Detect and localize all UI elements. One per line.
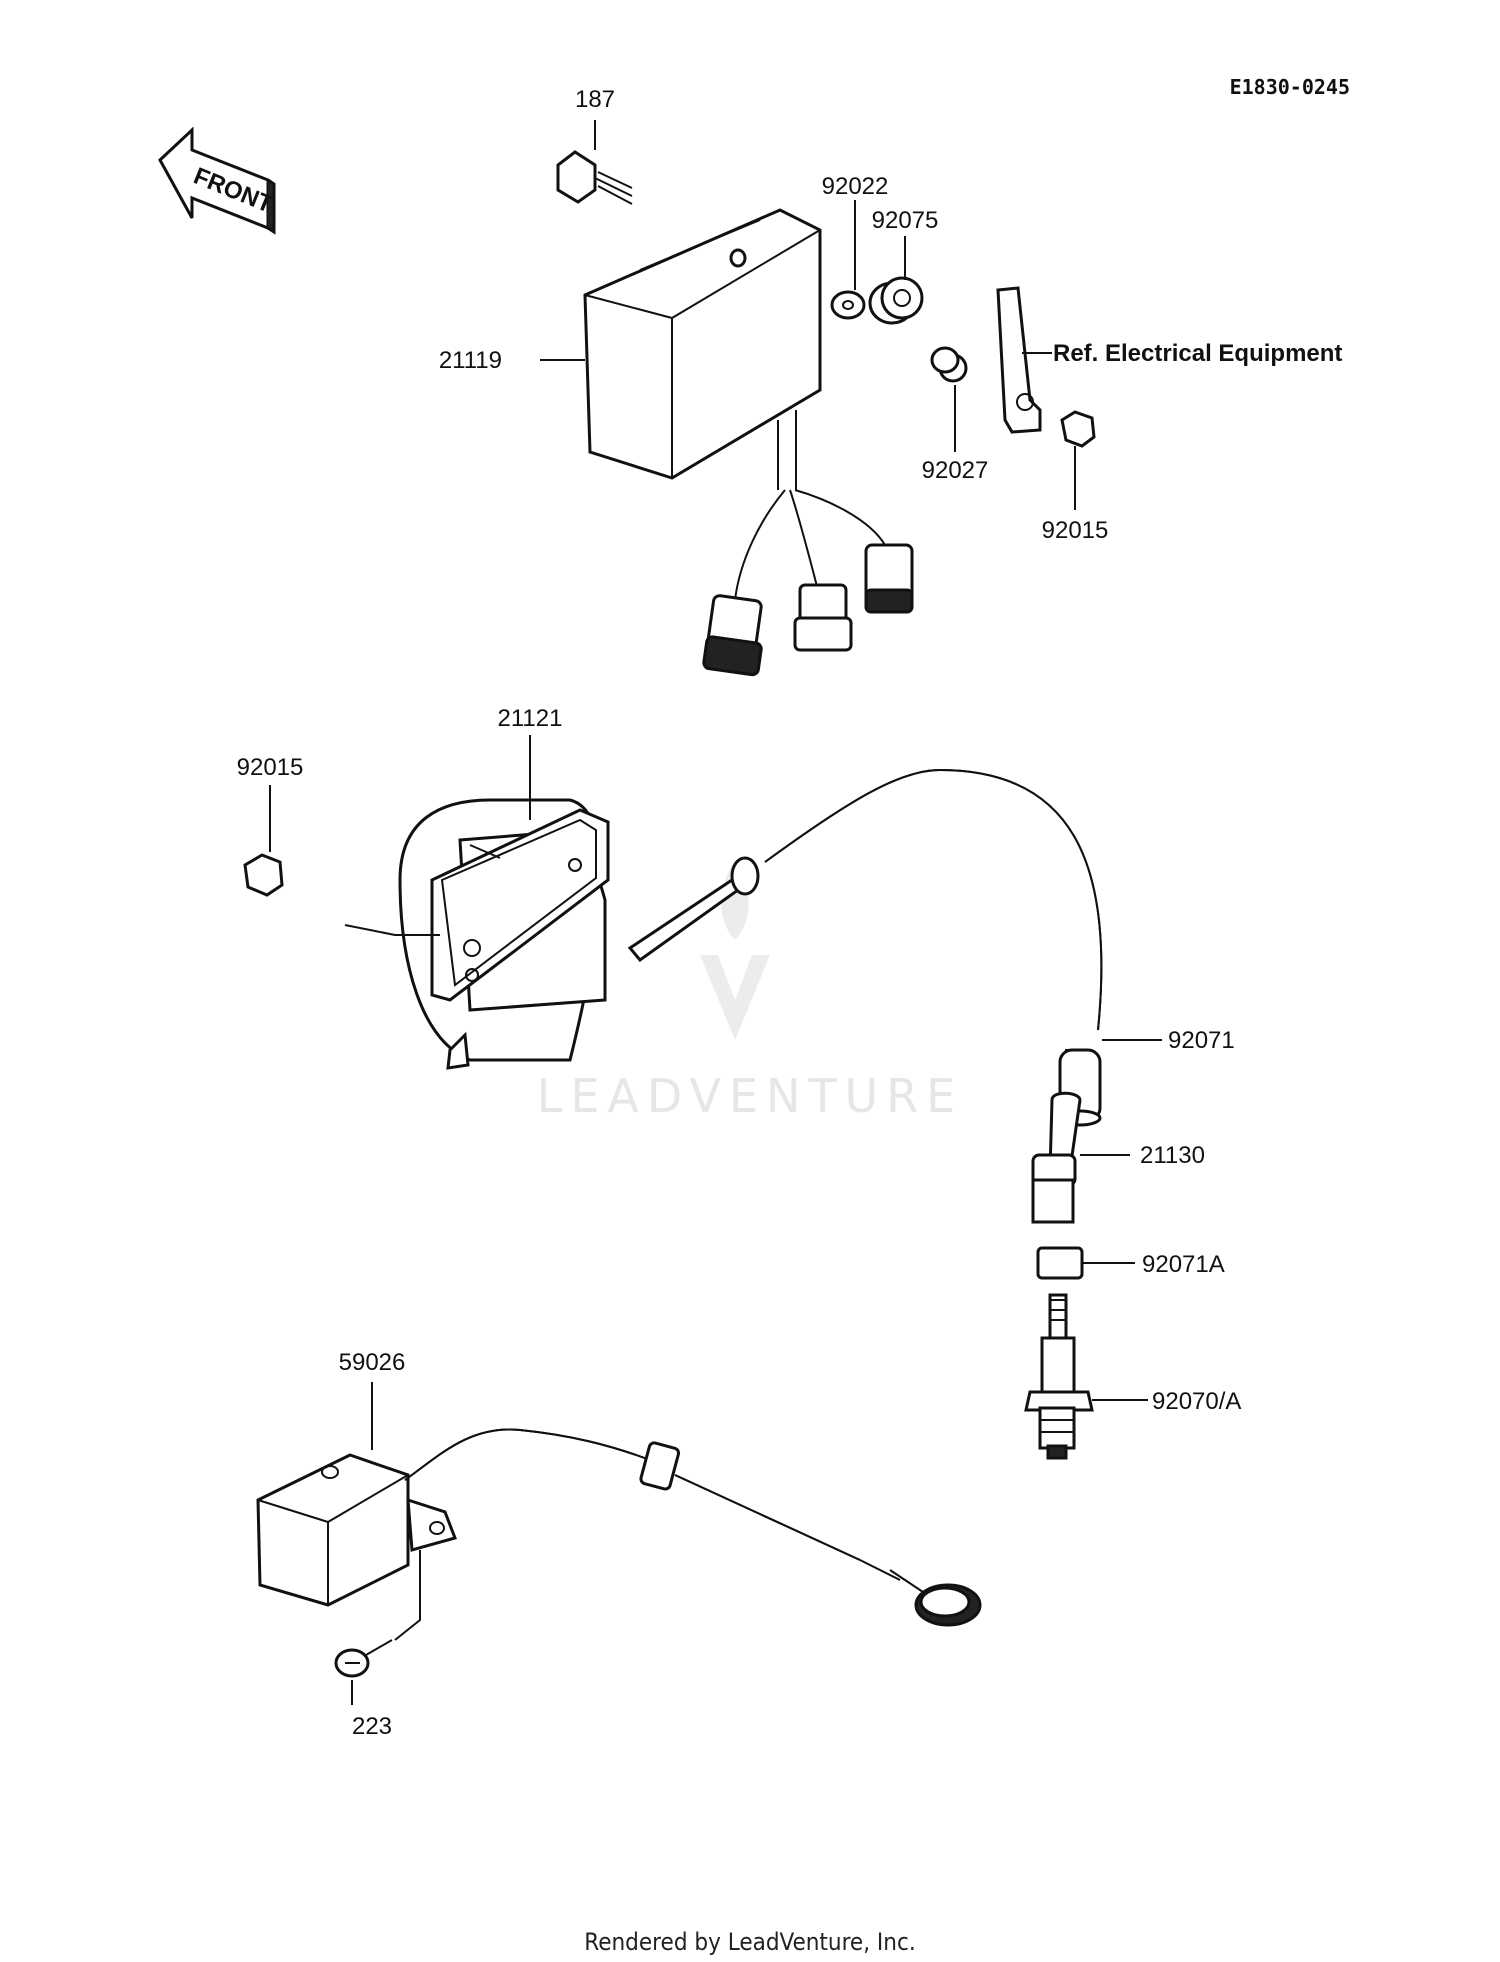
collar-92027: [930, 346, 968, 383]
part-number-label: 92022: [822, 173, 889, 200]
part-number-label: 223: [352, 1713, 392, 1740]
part-number-label: 92027: [922, 457, 989, 484]
part-number-label: 21119: [439, 347, 502, 374]
part-number-label: 59026: [339, 1349, 406, 1376]
washer-92022: [830, 290, 866, 320]
part-number-label: 92015: [1042, 517, 1109, 544]
unit-59026: [256, 1428, 982, 1627]
plug-cap-21130: [1031, 1091, 1082, 1224]
ground-lead: [996, 286, 1042, 434]
cdi-unit-21119: [583, 208, 914, 677]
part-number-label: 92071: [1168, 1027, 1235, 1054]
bolt-187: [556, 150, 633, 205]
footer-credit: Rendered by LeadVenture, Inc.: [584, 1928, 915, 1956]
watermark: LEADVENTURE: [537, 860, 964, 1123]
part-number-label: 187: [575, 86, 615, 113]
part-number-label: 21121: [498, 705, 563, 732]
part-number-label: 92015: [237, 754, 304, 781]
front-arrow-icon: FRONT: [158, 126, 277, 235]
part-number-label: 92070/A: [1152, 1388, 1241, 1415]
nut-92015-left: [243, 853, 284, 897]
diagram-code: E1830-0245: [1230, 75, 1350, 99]
grommet-92075: [868, 276, 924, 325]
screw-223: [334, 1639, 393, 1678]
watermark-text: LEADVENTURE: [537, 1069, 964, 1123]
part-number-label: 21130: [1140, 1142, 1205, 1169]
ignition-coil-21121: [344, 768, 1103, 1070]
nut-92015-top: [1060, 410, 1096, 448]
reference-note: Ref. Electrical Equipment: [1053, 340, 1342, 367]
cap-ring-92071A: [1036, 1246, 1084, 1280]
spark-plug-92070A: [1024, 1293, 1094, 1460]
part-number-label: 92075: [872, 207, 939, 234]
part-number-label: 92071A: [1142, 1251, 1225, 1278]
